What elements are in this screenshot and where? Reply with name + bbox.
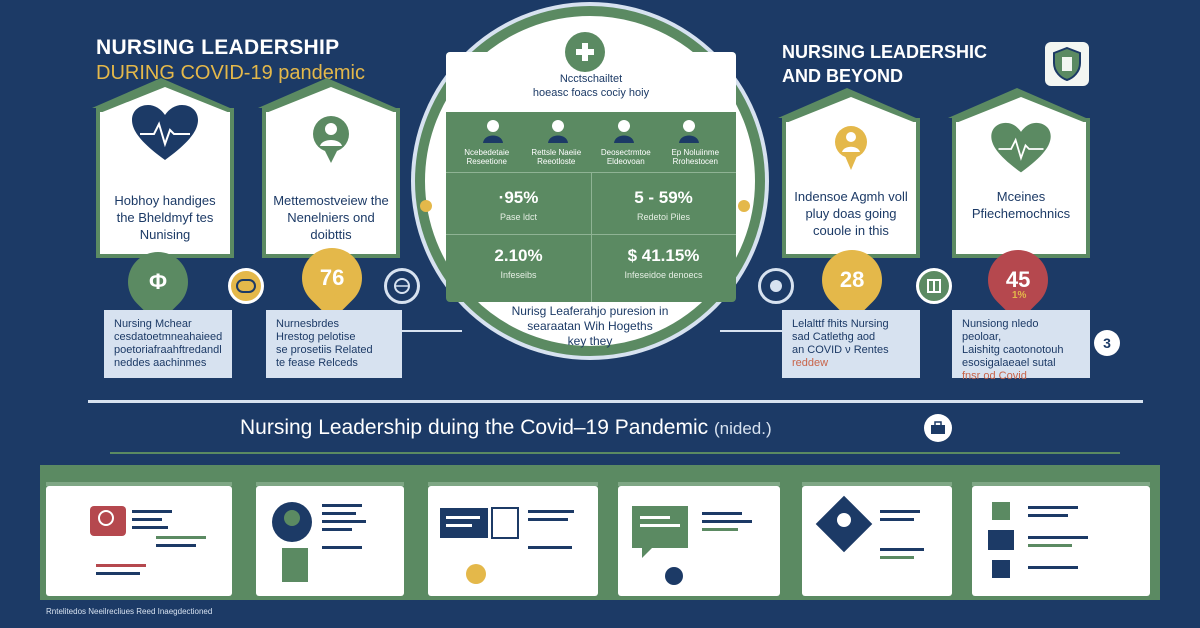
slide-1 <box>46 482 232 596</box>
infobox-2: Nurnesbrdes Hrestog pelotise se prosetii… <box>266 310 402 378</box>
caption-line3: key they <box>567 334 613 348</box>
infobox-1-line4: neddes aachinmes <box>114 357 207 369</box>
card-4: Mceines Pfiechemochnics <box>948 88 1090 258</box>
heart-pulse-icon <box>989 122 1053 181</box>
card-1: Hobhoy handiges the Bheldmyf tes Nunisin… <box>92 78 234 258</box>
pin-1-value: Φ <box>148 269 168 294</box>
section-divider <box>88 400 1143 403</box>
infobox-2-line3: se prosetiis Related <box>276 344 373 356</box>
people-label: Rettsle Naeiie Reeotloste <box>531 148 582 166</box>
section-title: Nursing Leadership duing the Covid–19 Pa… <box>240 416 772 440</box>
coin-icon <box>228 268 264 304</box>
right-title: NURSING LEADERSHIC <box>782 42 988 62</box>
shield-icon <box>1045 42 1089 86</box>
heart-icon <box>130 104 200 169</box>
slide-3 <box>428 482 598 596</box>
infobox-1-line3: poetoriafraahftredandl <box>114 344 222 356</box>
stat-label: Pase ldct <box>499 212 538 222</box>
stat-label: Infeseibs <box>500 270 537 280</box>
card-2: Mettemostveiew the Nenelniers ond doibtt… <box>258 78 400 258</box>
infobox-2-line1: Nurnesbrdes <box>276 318 339 330</box>
pin-2: 76 1% <box>289 235 375 321</box>
nurse-icon <box>308 114 354 169</box>
building-icon <box>916 268 952 304</box>
infobox-1-line1: Nursing Mchear <box>114 318 192 330</box>
people-row <box>446 116 736 144</box>
globe-icon <box>384 268 420 304</box>
screen-head-line1: Ncctschailtet <box>559 73 623 85</box>
infobox-4-highlight: fnsr od Covid <box>962 370 1027 382</box>
dollar-icon <box>758 268 794 304</box>
ring-dot-left <box>420 200 432 212</box>
pin-3-sub: 5% <box>846 290 861 301</box>
stat-value: ·95% <box>498 188 539 207</box>
medical-cross-icon <box>565 32 605 72</box>
infobox-3-line3: an COVID ν Rentes <box>792 344 889 356</box>
center-caption: Nurisg Leaferahjo puresion in searaatan … <box>470 304 710 349</box>
person-icon <box>609 116 639 144</box>
stats-row-1: ·95% Pase ldct 5 - 59% Redetoi Piles <box>446 188 736 222</box>
stat-value: 5 - 59% <box>634 188 693 207</box>
infobox-4-line3: esosigalaeael sutal <box>962 357 1056 369</box>
slide-2 <box>256 482 404 596</box>
slide-4 <box>618 482 780 596</box>
pin-4: 45 1% <box>975 237 1061 323</box>
right-subtitle: AND BEYOND <box>782 66 904 86</box>
leader-pin-icon <box>831 124 871 177</box>
stats-row-2: 2.10% Infeseibs $ 41.15% Infeseidoe denoec… <box>446 246 736 280</box>
section-tag: (nided.) <box>713 419 772 438</box>
center-screen: Ncctschailtet hoeasc foacs cociy hoiy Nc… <box>446 52 736 302</box>
infobox-2-line4: te fease Relceds <box>276 357 358 369</box>
pin-2-value: 76 <box>319 265 345 291</box>
footer-text: Rntelitedos Neeilrecliues Reed Inaegdect… <box>46 607 213 616</box>
person-icon <box>674 116 704 144</box>
card-3-text: Indensoe Agmh voll pluy doas going couol… <box>794 189 908 238</box>
card-1-text: Hobhoy handiges the Bheldmyf tes Nunisin… <box>114 193 216 242</box>
screen-divider-vertical <box>591 172 592 302</box>
infobox-2-line2: Hrestog pelotise <box>276 331 356 343</box>
connector-left <box>402 330 462 332</box>
infobox-3-highlight: reddew <box>792 357 829 369</box>
people-label: Deosectrmtoe Eldeovoan <box>600 148 651 166</box>
infobox-1-line2: cesdatoetmneahaieed <box>114 331 223 343</box>
card-3: Indensoe Agmh voll pluy doas going couol… <box>778 88 920 258</box>
screen-head-line2: hoeasc foacs cociy hoiy <box>532 87 650 99</box>
caption-line2: searaatan Wih Hogeths <box>527 319 653 333</box>
infobox-3-line2: sad Catlethg aod <box>792 331 876 343</box>
person-icon <box>543 116 573 144</box>
infobox-1: Nursing Mchear cesdatoetmneahaieed poeto… <box>104 310 232 378</box>
stat-value: $ 41.15% <box>627 246 700 265</box>
section-title-text: Nursing Leadership duing the Covid–19 Pa… <box>240 416 709 439</box>
ring-dot-right <box>738 200 750 212</box>
stat-value: 2.10% <box>494 246 543 265</box>
briefcase-icon <box>924 414 952 442</box>
slide-5 <box>802 482 952 596</box>
infobox-4-line1: Nunsiong nledo peoloar, <box>962 318 1039 343</box>
caption-line1: Nurisg Leaferahjo puresion in <box>511 304 669 318</box>
step-badge: 3 <box>1094 330 1120 356</box>
people-label: Ep Noluiinme Rrohestocen <box>671 148 720 166</box>
pin-3: 28 5% <box>809 237 895 323</box>
connector-right <box>720 330 782 332</box>
stat-label: Infeseidoe denoecs <box>624 270 703 280</box>
infobox-4-line2: Laishitg caotonotouh <box>962 344 1064 356</box>
pin-1: Φ <box>115 239 201 325</box>
section-underline <box>110 452 1120 454</box>
person-icon <box>478 116 508 144</box>
infobox-3: Lelalttf fhits Nursing sad Catlethg aod … <box>782 310 920 378</box>
people-labels: Ncebedetaie Reseetione Rettsle Naeiie Re… <box>446 148 736 166</box>
left-title: NURSING LEADERSHIP <box>96 36 340 59</box>
pin-2-sub: 1% <box>326 290 341 301</box>
infobox-4: Nunsiong nledo peoloar, Laishitg caotono… <box>952 310 1090 382</box>
pin-4-sub: 1% <box>1012 290 1027 301</box>
screen-header: Ncctschailtet hoeasc foacs cociy hoiy <box>446 52 736 112</box>
card-2-text: Mettemostveiew the Nenelniers ond doibtt… <box>273 193 389 242</box>
card-4-text: Mceines Pfiechemochnics <box>971 189 1071 221</box>
infobox-3-line1: Lelalttf fhits Nursing <box>792 318 889 330</box>
stat-label: Redetoi Piles <box>636 212 691 222</box>
slide-6 <box>972 482 1150 596</box>
people-label: Ncebedetaie Reseetione <box>464 148 510 166</box>
